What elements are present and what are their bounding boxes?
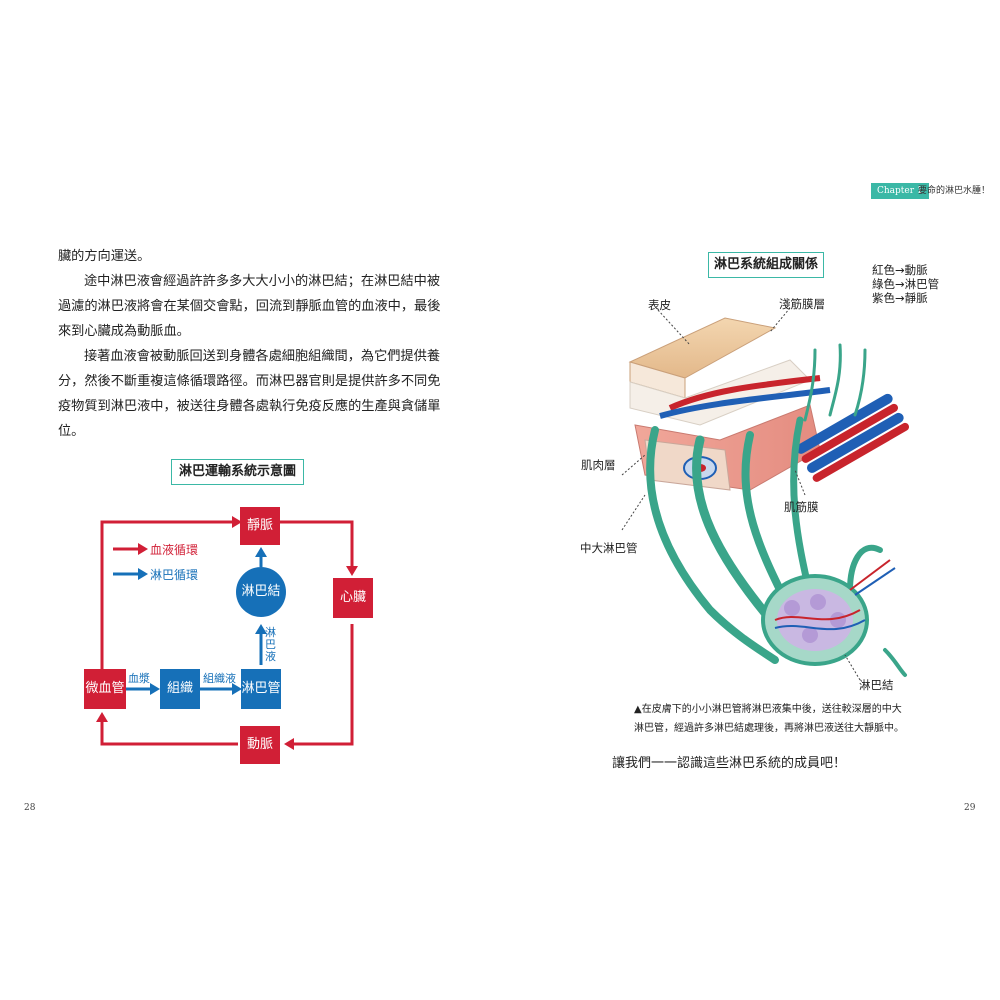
lymph-node-node: 淋巴結: [236, 567, 286, 617]
tissue-fluid-label: 組織液: [203, 672, 236, 685]
label-superficial-fascia: 淺筋膜層: [779, 297, 825, 311]
label-large-lymph-vessel: 中大淋巴管: [580, 541, 638, 555]
paragraph-2: 途中淋巴液會經過許許多多大大小小的淋巴結；在淋巴結中被 過濾的淋巴液將會在某個交…: [58, 269, 441, 344]
paragraph-3: 接著血液會被動脈回送到身體各處細胞組織間，為它們提供養 分，然後不斷重複這條循環…: [58, 344, 441, 444]
closing-sentence: 讓我們一一認識這些淋巴系統的成員吧！: [612, 756, 847, 771]
caption-line: ▲在皮膚下的小小淋巴管將淋巴液集中後，送往較深層的中大: [634, 704, 902, 715]
text-line: 位。: [58, 424, 85, 439]
page-number-left: 28: [24, 803, 36, 813]
lymph-circulation-path: [125, 553, 263, 691]
text-line: 臟的方向運送。: [58, 249, 151, 264]
text-line: 接著血液會被動脈回送到身體各處細胞組織間，為它們提供養: [84, 349, 441, 364]
lymph-fluid-label: 淋巴液: [265, 626, 276, 663]
chapter-tag: Chapter 1: [871, 183, 929, 199]
figure-caption: ▲在皮膚下的小小淋巴管將淋巴液集中後，送往較深層的中大 淋巴管，經過許多淋巴結處…: [634, 700, 904, 738]
legend-lymph-label: 淋巴循環: [150, 568, 199, 582]
chapter-subtitle: 要命的淋巴水腫！: [918, 186, 991, 196]
paragraph-1: 臟的方向運送。: [58, 244, 438, 269]
tissue-node: 組織: [160, 669, 200, 709]
lymph-vessel-node: 淋巴管: [241, 669, 281, 709]
label-deep-fascia: 肌筋膜: [784, 500, 819, 514]
caption-line: 淋巴管，經過許多淋巴結處理後，再將淋巴液送往大靜脈中。: [634, 723, 904, 734]
page-number-right: 29: [964, 803, 976, 813]
label-epidermis: 表皮: [648, 298, 671, 312]
text-line: 途中淋巴液會經過許許多多大大小小的淋巴結；在淋巴結中被: [84, 274, 441, 289]
legend-vein: 紫色→靜脈: [872, 291, 928, 305]
text-line: 分，然後不斷重複這條循環路徑。而淋巴器官則是提供許多不同免: [58, 374, 441, 389]
artery-node: 動脈: [240, 726, 280, 764]
legend-artery: 紅色→動脈: [872, 263, 928, 277]
color-legend: 紅色→動脈 綠色→淋巴管 紫色→靜脈: [872, 263, 939, 305]
blood-circulation-path: [100, 520, 354, 746]
diagram-title: 淋巴運輸系統示意圖: [171, 459, 304, 485]
heart-node: 心臟: [333, 578, 373, 618]
label-muscle-layer: 肌肉層: [581, 458, 616, 472]
text-line: 疫物質到淋巴液中，被送往身體各處執行免疫反應的生產與貪儲單: [58, 399, 441, 414]
legend-lymph: 綠色→淋巴管: [872, 277, 940, 291]
capillary-node: 微血管: [84, 669, 126, 709]
legend-blood-label: 血液循環: [150, 543, 199, 557]
lymph-system-illustration: [621, 307, 909, 681]
text-line: 過濾的淋巴液將會在某個交會點，回流到靜脈血管的血液中，最後: [58, 299, 441, 314]
figure-title: 淋巴系統組成關係: [708, 252, 824, 278]
plasma-label: 血漿: [128, 672, 150, 685]
vein-node: 靜脈: [240, 507, 280, 545]
text-line: 來到心臟成為動脈血。: [58, 324, 190, 339]
label-lymph-node: 淋巴結: [859, 678, 894, 692]
